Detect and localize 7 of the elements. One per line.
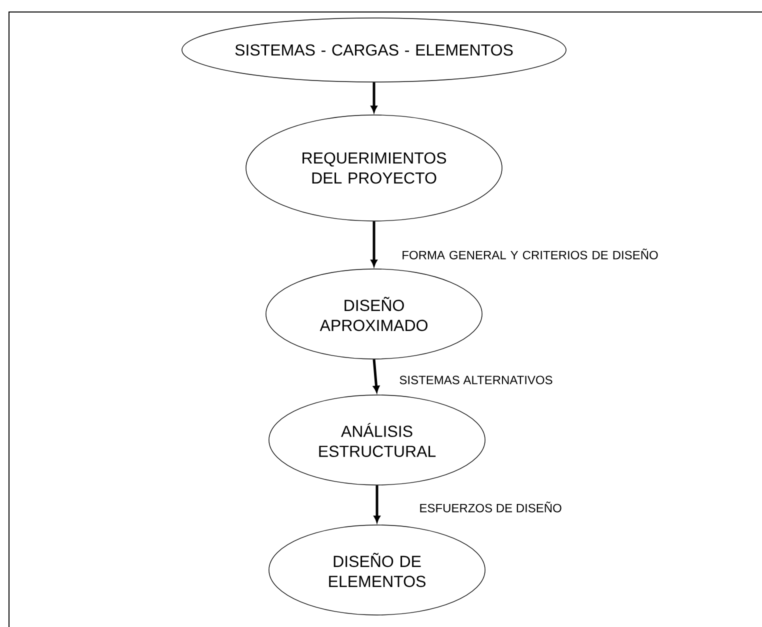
arrow — [374, 485, 380, 522]
edge-label: FORMA GENERAL Y CRITERIOS DE DISEÑO — [402, 248, 658, 260]
arrow — [370, 82, 378, 112]
edge-label: ESFUERZOS DE DISEÑO — [420, 502, 562, 512]
arrow — [370, 221, 378, 266]
arrow — [372, 359, 380, 392]
edge-label: SISTEMAS ALTERNATIVOS — [400, 376, 552, 384]
